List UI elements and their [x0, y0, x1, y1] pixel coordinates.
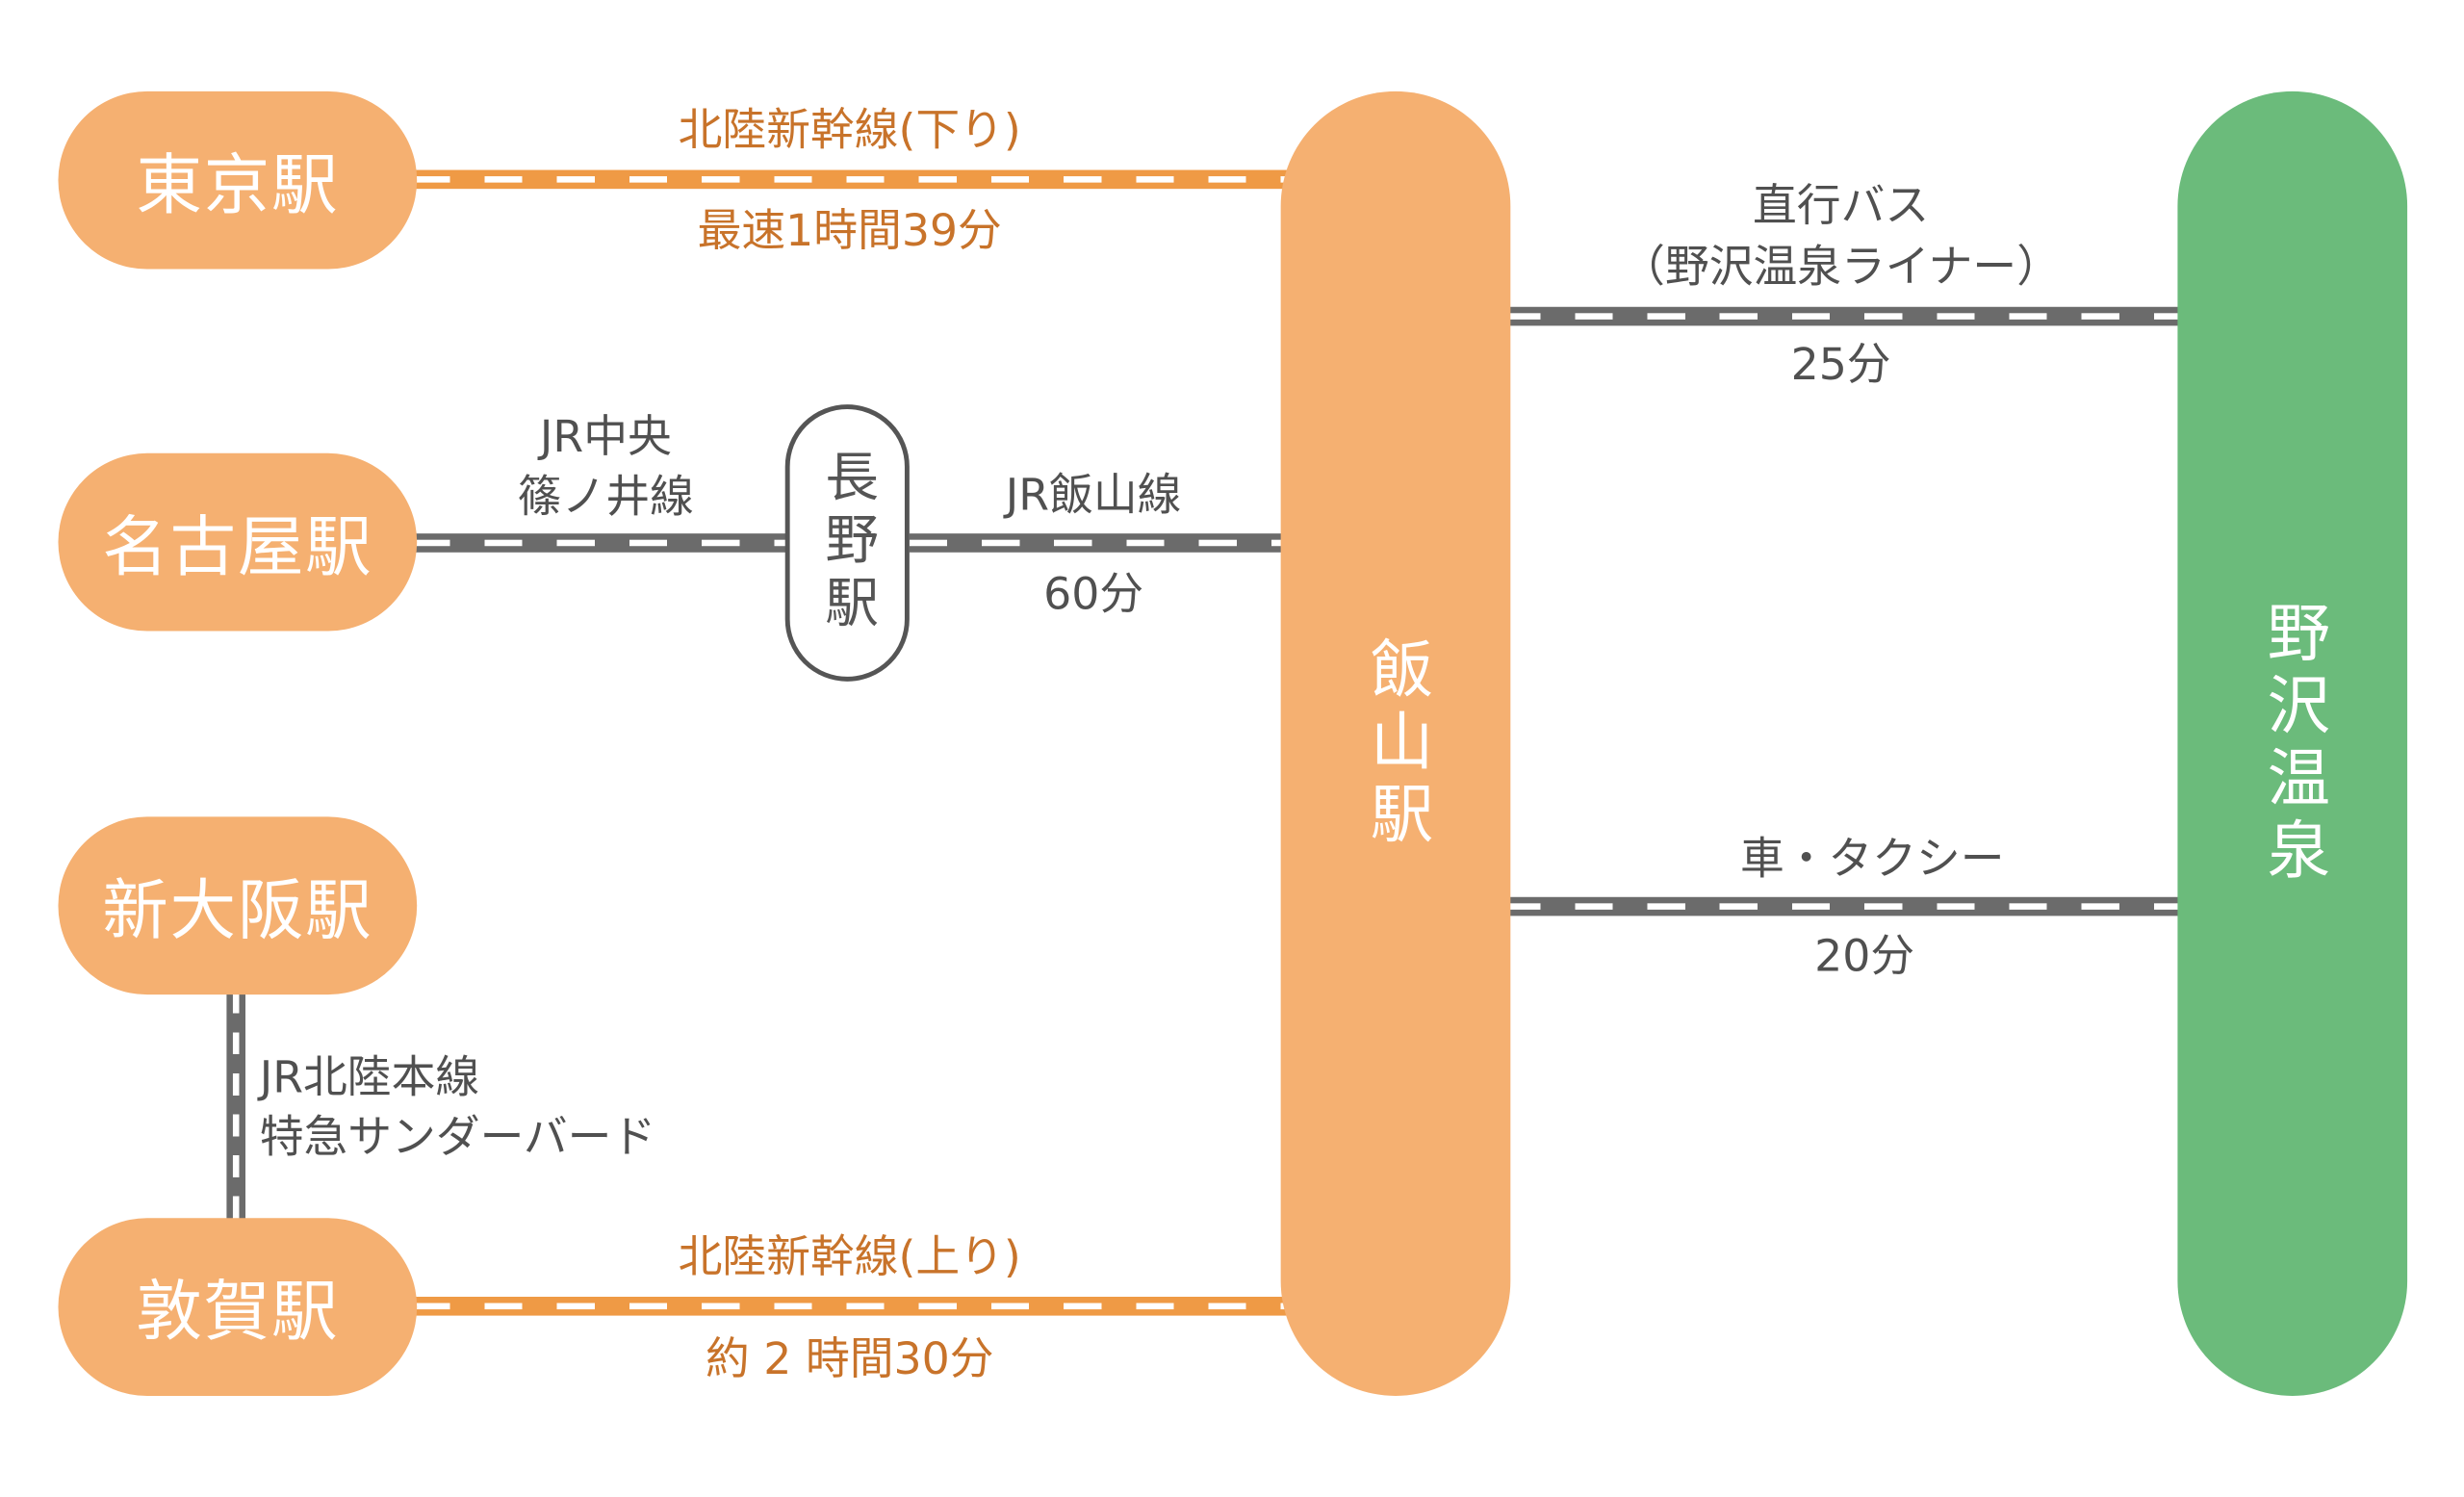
route-time-shinkansen-down: 最速1時間39分 [697, 204, 1002, 257]
route-label-shinkansen-up: 北陸新幹線(上り) [678, 1230, 1021, 1283]
station-tokyo-label: 東京駅 [136, 146, 340, 224]
route-time-jr-iiyama: 60分 [1043, 568, 1144, 621]
route-time-bus: 25分 [1790, 338, 1891, 391]
route-label-jr-iiyama: JR飯山線 [1005, 469, 1182, 522]
shinkansen-line-tsuruga-iiyama [412, 1296, 1288, 1316]
bus-line-iiyama-nozawa [1502, 306, 2183, 326]
station-nagoya-label: 名古屋駅 [102, 508, 373, 586]
route-label-nozawa-liner: （野沢温泉ライナー） [1621, 241, 2061, 294]
car-line-iiyama-nozawa [1502, 896, 2183, 916]
route-label-jr-chuo: JR中央 [539, 410, 672, 463]
station-iiyama-label: 飯山駅 [1359, 634, 1432, 853]
station-tsuruga-label: 敦賀駅 [136, 1273, 340, 1351]
destination-nozawa-onsen: 野沢温泉 [2177, 90, 2408, 1396]
route-time-shinkansen-up: 約 2 時間30分 [705, 1332, 994, 1385]
shinkansen-line-tokyo-iiyama [412, 169, 1288, 190]
station-nagoya: 名古屋駅 [58, 452, 418, 632]
local-line-nagano-iiyama [909, 533, 1288, 553]
route-label-thunderbird: 特急サンダーバード [259, 1111, 656, 1164]
route-label-car-taxi: 車・タクシー [1739, 832, 2005, 885]
station-shin-osaka: 新大阪駅 [58, 816, 418, 995]
route-label-jr-hokuriku: JR北陸本線 [259, 1050, 480, 1103]
local-line-nagoya-nagano [412, 533, 790, 553]
local-line-osaka-tsuruga [226, 991, 246, 1220]
route-label-direct-bus: 直行バス [1753, 179, 1930, 232]
station-iiyama: 飯山駅 [1280, 90, 1511, 1396]
station-tokyo: 東京駅 [58, 90, 418, 270]
destination-nozawa-onsen-label: 野沢温泉 [2256, 599, 2329, 889]
route-label-shinkansen-down: 北陸新幹線(下り) [678, 103, 1021, 156]
station-nagano-label: 長野駅 [814, 448, 879, 638]
station-nagano: 長野駅 [784, 404, 910, 682]
route-label-shinonoi: 篠ノ井線 [517, 470, 694, 523]
route-time-car: 20分 [1814, 930, 1915, 983]
station-tsuruga: 敦賀駅 [58, 1218, 418, 1396]
station-shin-osaka-label: 新大阪駅 [102, 871, 373, 949]
